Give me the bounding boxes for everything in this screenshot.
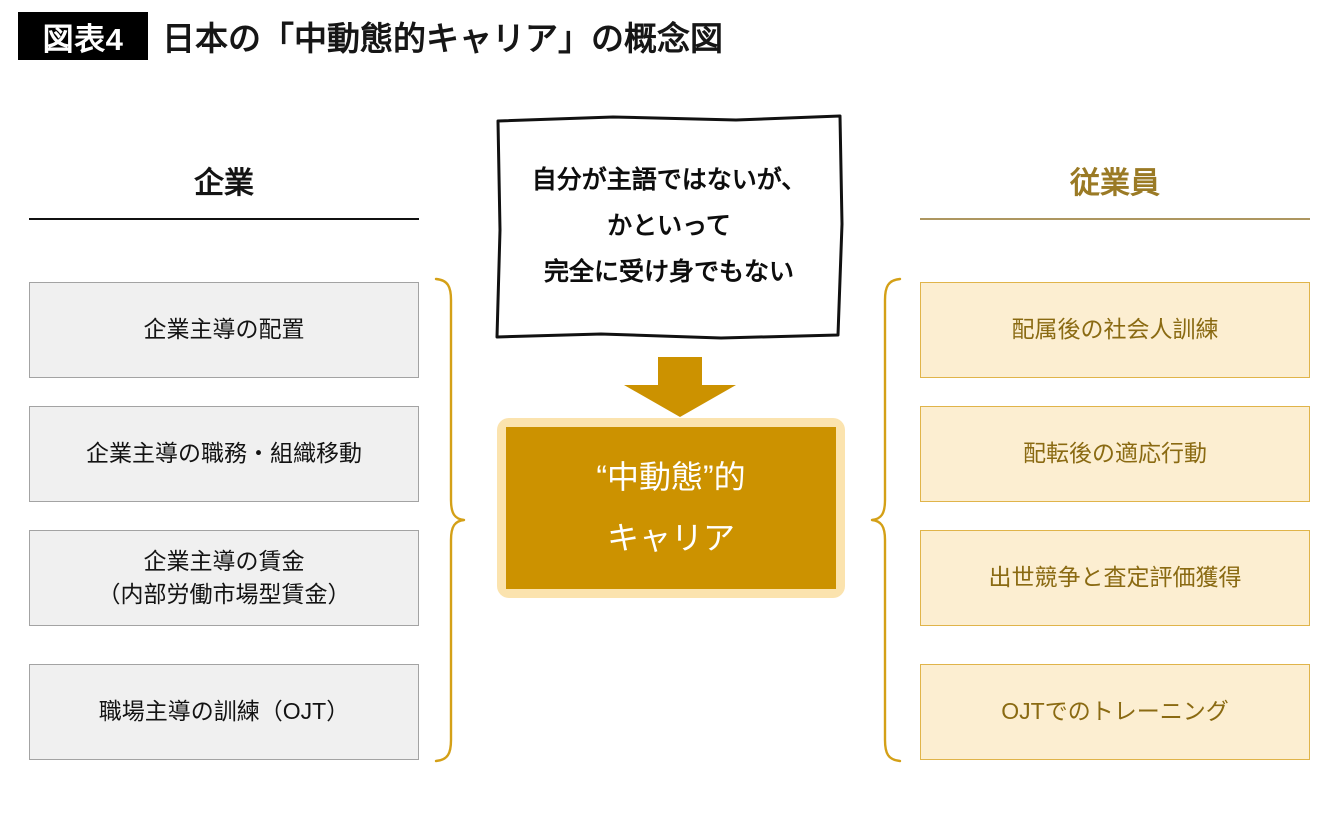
- left-item-1-line1: 企業主導の配置: [143, 316, 305, 343]
- core-concept-box: “中動態”的 キャリア: [497, 418, 845, 598]
- callout-line-2: かといって: [607, 211, 731, 240]
- left-column-heading: 企業: [194, 167, 254, 200]
- right-item-box-2: 配転後の適応行動: [920, 406, 1310, 502]
- right-item-box-3: 出世競争と査定評価獲得: [920, 530, 1310, 626]
- callout-box: 自分が主語ではないが、 かといって 完全に受け身でもない: [493, 112, 845, 340]
- right-brace-connector: [858, 276, 902, 764]
- callout-text: 自分が主語ではないが、 かといって 完全に受け身でもない: [493, 112, 845, 340]
- right-item-4-line1: OJTでのトレーニング: [1001, 698, 1229, 725]
- core-concept-line-2: キャリア: [606, 520, 735, 556]
- right-item-box-4: OJTでのトレーニング: [920, 664, 1310, 760]
- left-item-box-3: 企業主導の賃金 （内部労働市場型賃金）: [29, 530, 419, 626]
- core-concept-inner: “中動態”的 キャリア: [506, 427, 836, 589]
- left-item-2-line1: 企業主導の職務・組織移動: [86, 440, 362, 467]
- left-item-3-line1: 企業主導の賃金: [143, 547, 305, 574]
- left-column-divider: [29, 218, 419, 220]
- core-concept-line-1: “中動態”的: [596, 459, 746, 496]
- callout-line-3: 完全に受け身でもない: [543, 258, 794, 287]
- figure-title: 日本の「中動態的キャリア」の概念図: [162, 20, 723, 57]
- right-item-3-line1: 出世競争と査定評価獲得: [988, 564, 1242, 591]
- right-item-1-line1: 配属後の社会人訓練: [1011, 316, 1219, 343]
- left-item-box-4: 職場主導の訓練（OJT）: [29, 664, 419, 760]
- left-item-box-1: 企業主導の配置: [29, 282, 419, 378]
- right-column-divider: [920, 218, 1310, 220]
- left-item-box-2: 企業主導の職務・組織移動: [29, 406, 419, 502]
- right-column-heading: 従業員: [1070, 167, 1160, 200]
- right-item-box-1: 配属後の社会人訓練: [920, 282, 1310, 378]
- down-arrow-icon: [624, 357, 736, 417]
- right-item-2-line1: 配転後の適応行動: [1023, 440, 1207, 467]
- left-brace-connector: [434, 276, 478, 764]
- callout-line-1: 自分が主語ではないが、: [531, 165, 807, 194]
- left-item-4-line1: 職場主導の訓練（OJT）: [98, 698, 350, 725]
- left-item-3-line2: （内部労働市場型賃金）: [97, 581, 351, 607]
- figure-number-badge: 図表4: [18, 12, 148, 60]
